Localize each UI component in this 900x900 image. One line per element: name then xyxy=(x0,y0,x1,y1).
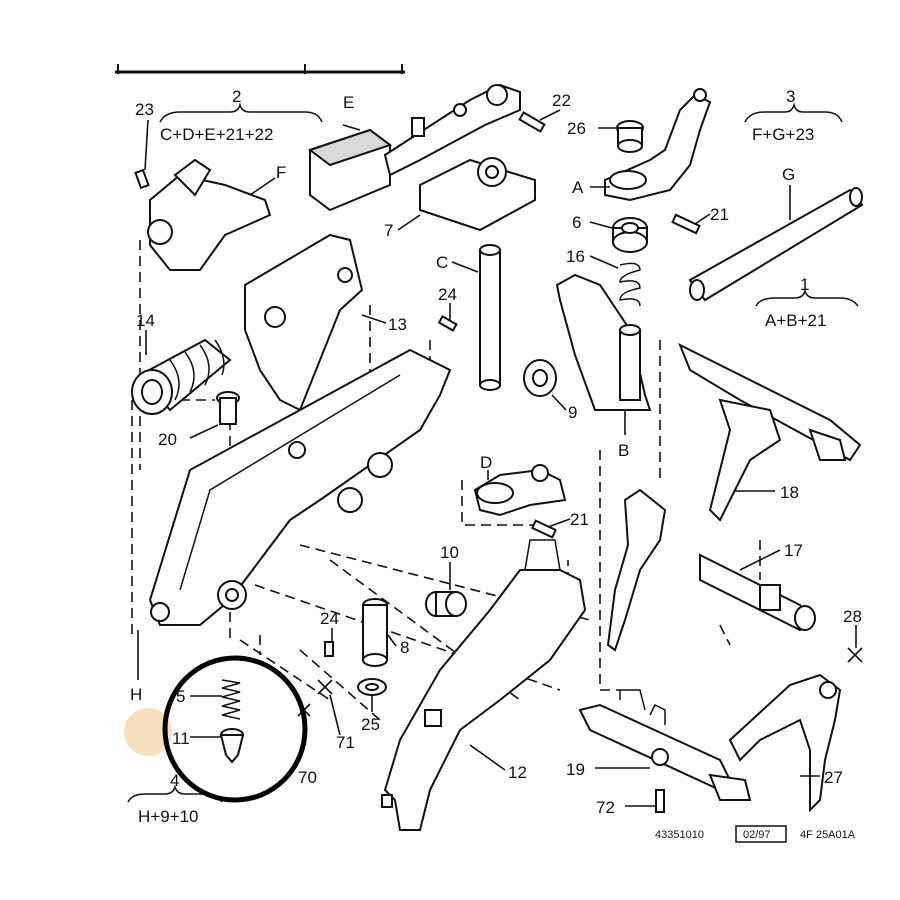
part-18-fork xyxy=(678,342,862,522)
part-19-shaft xyxy=(578,689,752,801)
label-16: 16 xyxy=(566,247,585,266)
label-group-3: F+G+23 xyxy=(752,125,814,144)
label-c: C xyxy=(436,253,448,272)
part-26-cap xyxy=(616,120,644,153)
label-e: E xyxy=(343,93,354,112)
label-26: 26 xyxy=(567,119,586,138)
top-border-line xyxy=(115,64,405,74)
part-f-selector xyxy=(147,158,272,271)
part-8-plunger xyxy=(362,598,388,667)
label-13: 13 xyxy=(388,315,407,334)
label-24-low: 24 xyxy=(320,609,339,628)
label-6: 6 xyxy=(572,213,581,232)
label-9: 9 xyxy=(568,403,577,422)
part-16-spring xyxy=(619,262,641,307)
label-4: 4 xyxy=(170,771,179,790)
highlight-circle xyxy=(162,655,308,803)
label-10: 10 xyxy=(440,543,459,562)
label-21-top: 21 xyxy=(710,205,729,224)
drawing-ref: 4F 25A01A xyxy=(800,829,856,841)
part-17-fork xyxy=(606,488,816,652)
part-25-washer xyxy=(357,678,387,696)
part-5-spring xyxy=(221,679,241,720)
footer-codes: 43351010 02/97 4F 25A01A xyxy=(655,825,856,843)
part-20-pin xyxy=(216,391,240,425)
label-24-top: 24 xyxy=(438,285,457,304)
label-h: H xyxy=(130,685,142,704)
group-brace-2 xyxy=(159,102,323,123)
label-20: 20 xyxy=(158,430,177,449)
label-25: 25 xyxy=(361,715,380,734)
label-28: 28 xyxy=(843,607,862,626)
label-d: D xyxy=(480,453,492,472)
part-11-detent xyxy=(219,728,245,764)
label-17: 17 xyxy=(784,541,803,560)
group-brace-3 xyxy=(744,102,843,123)
part-g-rod xyxy=(688,187,864,302)
date-box xyxy=(735,825,787,843)
part-10-bush xyxy=(425,591,467,617)
label-70: 70 xyxy=(298,768,317,787)
part-labels: 2 C+D+E+21+22 3 F+G+23 1 A+B+21 4 H+9+10… xyxy=(130,87,862,826)
label-11: 11 xyxy=(172,729,190,748)
label-19: 19 xyxy=(566,760,585,779)
label-14: 14 xyxy=(136,311,155,330)
label-5: 5 xyxy=(176,687,185,706)
label-72: 72 xyxy=(596,798,615,817)
leader-lines xyxy=(137,109,857,807)
label-71: 71 xyxy=(336,733,355,752)
label-22: 22 xyxy=(552,91,571,110)
label-27: 27 xyxy=(824,768,843,787)
part-7-bracket xyxy=(419,157,536,232)
marker-dot xyxy=(124,708,172,756)
part-d-lever xyxy=(473,464,567,517)
label-18: 18 xyxy=(780,483,799,502)
label-7: 7 xyxy=(384,221,393,240)
label-2: 2 xyxy=(232,87,241,106)
label-a: A xyxy=(572,178,584,197)
part-e-shift-lever xyxy=(307,83,521,212)
label-21-mid: 21 xyxy=(570,510,589,529)
label-3: 3 xyxy=(786,87,795,106)
label-12: 12 xyxy=(508,763,527,782)
part-14-spring xyxy=(131,338,232,415)
drawing-date: 02/97 xyxy=(743,829,771,841)
part-h-casing xyxy=(148,348,452,626)
label-b: B xyxy=(618,441,629,460)
small-pins xyxy=(134,111,701,813)
label-group-2: C+D+E+21+22 xyxy=(160,125,273,144)
label-23: 23 xyxy=(135,100,154,119)
part-6-bush xyxy=(612,217,648,253)
drawing-code: 43351010 xyxy=(655,829,704,841)
part-b-bracket xyxy=(555,273,652,411)
part-13-frame xyxy=(244,233,364,412)
label-group-4: H+9+10 xyxy=(138,807,199,826)
label-f: F xyxy=(276,163,286,182)
label-8: 8 xyxy=(400,638,409,657)
part-9-roller xyxy=(523,359,557,397)
part-c-shaft xyxy=(479,244,501,391)
part-12-fork xyxy=(381,539,587,831)
cross-markers xyxy=(297,647,863,717)
part-a-lever xyxy=(604,88,712,202)
group-brace-1 xyxy=(755,288,859,307)
label-g: G xyxy=(782,165,795,184)
label-group-1: A+B+21 xyxy=(765,311,826,330)
label-1: 1 xyxy=(800,275,809,294)
